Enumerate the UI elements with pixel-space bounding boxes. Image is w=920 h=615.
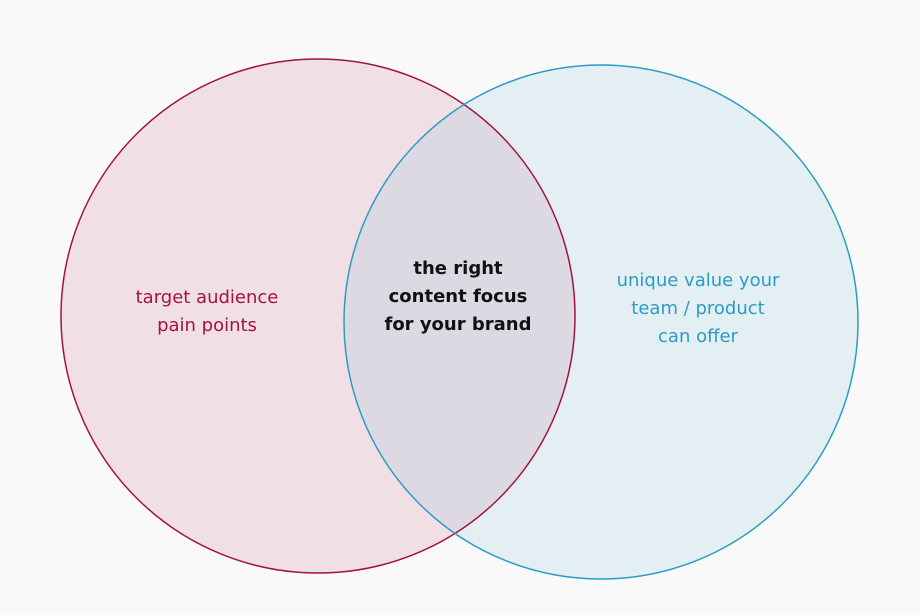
right-circle-label: unique value your team / product can off…: [598, 267, 798, 351]
overlap-label-line: for your brand: [384, 314, 532, 335]
left-label-line: pain points: [157, 315, 257, 336]
right-circle-outline: [343, 64, 859, 580]
overlap-label: the right content focus for your brand: [358, 255, 558, 339]
right-label-line: team / product: [631, 298, 765, 319]
overlap-label-line: content focus: [388, 286, 528, 307]
overlap-region: [344, 65, 575, 573]
right-label-line: can offer: [658, 326, 738, 347]
left-circle-outline: [60, 58, 576, 574]
right-label-line: unique value your: [616, 270, 780, 291]
left-circle-label: target audience pain points: [107, 284, 307, 340]
overlap-label-line: the right: [413, 258, 503, 279]
left-label-line: target audience: [135, 287, 279, 308]
